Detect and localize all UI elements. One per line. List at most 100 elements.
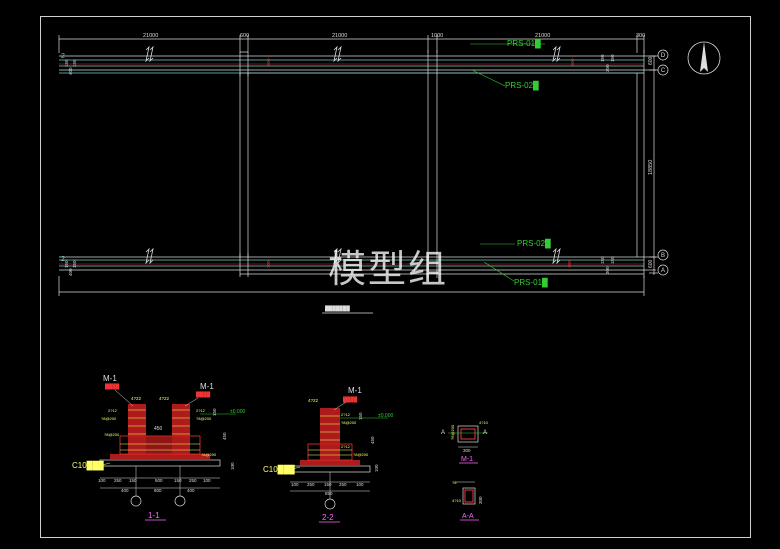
stacked-dims-bottom: 150 300 150	[600, 256, 615, 274]
section1-bdim-3: 150	[129, 478, 137, 483]
section2-bdim-2: 250	[307, 482, 315, 487]
stacked-dim-bottom-1: 150	[600, 256, 605, 264]
north-arrow-icon	[687, 41, 721, 75]
section2-tdim-1: 850	[325, 491, 333, 496]
section1-side-dims: 150 450 100	[212, 408, 235, 470]
stacked-dim-top-1: 150	[600, 54, 605, 62]
section2-bdim-3: 150	[324, 482, 332, 487]
prs01-bottom-label: PRS-01█	[514, 277, 548, 288]
left-dim-bottom-1: 150	[64, 260, 69, 268]
bottom-beam-group	[59, 247, 644, 277]
axis-label-c: C	[661, 68, 666, 74]
axis-label-d: D	[661, 53, 666, 59]
section-2-2: ±0.000 M-1 ████ 4?22 2?12 ?8@200 2?12 ?8…	[263, 386, 393, 523]
section2-side-1: 2?12	[341, 412, 351, 417]
detail-aa-dim: 300	[478, 496, 483, 504]
bottom-dimension-line	[58, 276, 645, 296]
section2-m-label: M-1	[348, 386, 362, 395]
section2-side-labels: 2?12 ?8@200 2?12 ?8@200	[341, 412, 369, 457]
section1-bdim-2: 250	[114, 478, 122, 483]
prs02-bottom-label: PRS-02█	[517, 238, 551, 249]
section2-sdim-2: 450	[370, 436, 375, 444]
section2-sdim-3: 100	[374, 464, 379, 472]
section1-c10: C10███	[72, 460, 104, 471]
left-dim-bottom-2: 400	[68, 268, 73, 276]
left-dim-bottom-3: 150	[72, 260, 77, 268]
stacked-dim-bottom-3: 150	[610, 256, 615, 264]
left-dims-bottom: 150 400 150	[64, 260, 77, 276]
left-mark-bottom: 2	[61, 256, 65, 263]
detail-m1: A A 4?10 ?6@200 300 M-1	[441, 420, 489, 464]
detail-aa-label: A-A	[462, 513, 474, 520]
inner-dim-4: 300	[567, 260, 572, 268]
detail-m1-mark-right: A	[483, 430, 487, 436]
section1-bdim-5: 150	[174, 478, 182, 483]
section1-side-1: 2?12	[108, 408, 118, 413]
detail-m1-mark-left: A	[441, 430, 445, 436]
section1-bdim-1: 100	[98, 478, 106, 483]
section2-side-3: 2?12	[341, 444, 351, 449]
axis-labels: D C B A	[661, 53, 666, 274]
vertical-frame-lines	[239, 50, 645, 278]
section1-tdim-2: 800	[154, 488, 162, 493]
section1-rebar-a: 4?22	[131, 396, 142, 401]
section1-elev: ±0.000	[230, 409, 245, 415]
section-1-1: 450 ±0.000 M-1 ████ M-1 ████ 4?22 4?22 2…	[72, 374, 245, 521]
section1-sdim-1: 150	[212, 408, 217, 416]
top-dim-texts: 21000 600 21000 1000 21000 300	[143, 33, 645, 39]
detail-m1-dim: 300	[463, 448, 471, 453]
axis-label-b: B	[661, 253, 665, 259]
inner-span-dims: 300 300 300 300	[266, 58, 575, 268]
detail-aa-side-1: ?6	[452, 480, 457, 485]
detail-aa-side-2: 4?10	[452, 498, 462, 503]
left-dim-top-3: 150	[72, 59, 77, 67]
top-dim-5: 21000	[535, 33, 550, 39]
prs01-top-label: PRS-01█	[507, 38, 541, 49]
section1-side-4: 2?12	[196, 408, 206, 413]
section1-rebar-b: 4?22	[159, 396, 170, 401]
left-dims-top: 150 400 150	[64, 59, 77, 75]
drawing-border	[40, 16, 751, 538]
inner-dim-2: 300	[266, 260, 271, 268]
prs-labels: PRS-01█ PRS-02█ PRS-02█ PRS-01█	[470, 38, 551, 288]
section2-side-4: ?8@200	[353, 452, 369, 457]
section2-title: 2-2	[322, 513, 334, 522]
watermark-text: 模型组	[328, 247, 449, 291]
section1-tdim-1: 400	[121, 488, 129, 493]
section1-side-labels: 2?12 ?8@200 ?8@200 2?12 ?8@200 ?8@200	[101, 408, 217, 457]
right-total-dim: 18850	[648, 160, 654, 175]
section2-c10: C10███	[263, 464, 295, 475]
section1-bdim-6: 250	[189, 478, 197, 483]
section2-bottom-dims: 100 250 150 250 100 850	[291, 482, 364, 496]
section1-bottom-dims: 100 250 150 500 150 250 100 400 800 400	[98, 478, 211, 493]
section2-sdim-1: 150	[358, 412, 363, 420]
right-top-dim: 600	[648, 56, 654, 65]
section2-bdim-4: 250	[339, 482, 347, 487]
stacked-dim-bottom-2: 300	[605, 266, 610, 274]
inner-dim-3: 300	[570, 58, 575, 66]
left-dim-top-2: 400	[68, 67, 73, 75]
section1-bdim-4: 500	[155, 478, 163, 483]
axis-label-a: A	[661, 268, 665, 274]
section2-rebar: 4?22	[308, 398, 319, 403]
section2-bdim-1: 100	[291, 482, 299, 487]
top-beam-group	[59, 45, 644, 76]
top-dim-3: 21000	[332, 33, 347, 39]
stacked-dims-top: 150 300 150	[600, 54, 615, 72]
section1-bdim-7: 100	[203, 478, 211, 483]
top-dim-1: 21000	[143, 33, 158, 39]
section2-side-dims: 150 450 100	[358, 412, 379, 472]
section1-m-left: M-1	[103, 374, 117, 383]
section2-bdim-5: 100	[356, 482, 364, 487]
detail-m1-side-1: 4?10	[479, 420, 489, 425]
left-marks: 2 2	[61, 53, 65, 263]
top-dim-6: 300	[636, 33, 645, 39]
section2-elev: ±0.000	[378, 413, 393, 419]
prs02-top-label: PRS-02█	[505, 80, 539, 91]
stacked-dim-top-3: 150	[610, 54, 615, 62]
section1-m-left-sub: ████	[105, 383, 120, 390]
inner-dim-1: 300	[266, 58, 271, 66]
section1-side-3: ?8@200	[104, 432, 120, 437]
section1-title: 1-1	[148, 511, 160, 520]
